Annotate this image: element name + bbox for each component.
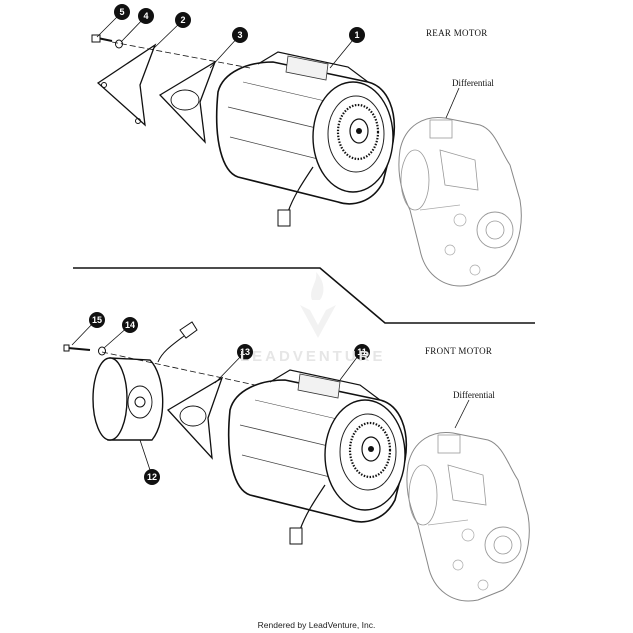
svg-text:3: 3	[237, 30, 242, 40]
rear-mount-bracket-2	[96, 43, 157, 127]
svg-text:2: 2	[180, 15, 185, 25]
callout-14: 14	[122, 317, 138, 333]
svg-text:11: 11	[357, 347, 367, 357]
front-flywheel-12	[92, 357, 164, 441]
callout-13: 13	[237, 344, 253, 360]
sensor-connector	[157, 321, 198, 363]
front-bolt-15	[63, 344, 91, 352]
rear-motor-heading: REAR MOTOR	[426, 28, 488, 38]
rear-differential-label: Differential	[452, 78, 494, 88]
rear-mount-plate-3	[158, 60, 217, 144]
svg-text:1: 1	[354, 30, 359, 40]
callout-3: 3	[232, 27, 248, 43]
svg-text:13: 13	[240, 347, 250, 357]
callout-15: 15	[89, 312, 105, 328]
svg-text:12: 12	[147, 472, 157, 482]
front-motor-drawing	[227, 368, 408, 546]
footer-credit: Rendered by LeadVenture, Inc.	[257, 620, 376, 630]
front-washer-14	[98, 346, 106, 356]
svg-text:4: 4	[143, 11, 148, 21]
front-differential-label: Differential	[453, 390, 495, 400]
svg-text:14: 14	[125, 320, 135, 330]
watermark-text: LEADVENTURE	[240, 348, 386, 365]
rear-differential-drawing	[398, 116, 522, 287]
watermark-logo-icon	[300, 272, 336, 338]
front-motor-heading: FRONT MOTOR	[425, 346, 493, 356]
callout-1: 1	[349, 27, 365, 43]
rear-motor-drawing	[215, 50, 396, 228]
front-differential-drawing	[406, 431, 530, 602]
svg-text:15: 15	[92, 315, 102, 325]
section-divider	[73, 267, 535, 324]
callout-5: 5	[114, 4, 130, 20]
callout-12: 12	[144, 469, 160, 485]
rear-bolt-5	[91, 34, 113, 43]
callout-2: 2	[175, 12, 191, 28]
front-mount-plate-13	[166, 376, 224, 460]
svg-text:5: 5	[119, 7, 124, 17]
callout-4: 4	[138, 8, 154, 24]
callout-11: 11	[354, 344, 370, 360]
